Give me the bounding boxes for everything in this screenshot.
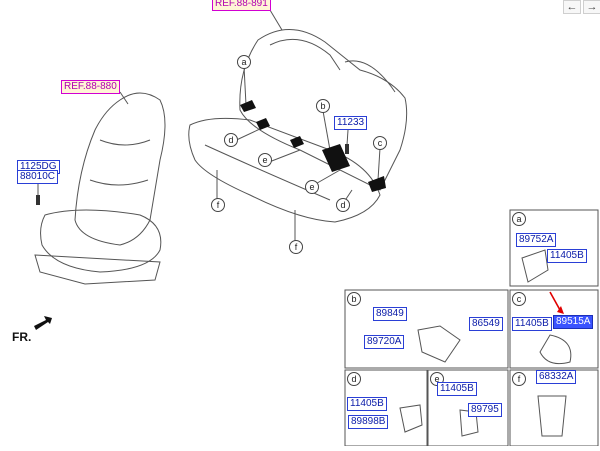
front-direction-arrow-icon	[34, 316, 52, 330]
bracket-mark	[290, 136, 304, 148]
panel-b-letter: b	[347, 292, 361, 306]
panel-d-letter: d	[347, 372, 361, 386]
part-11405b-link[interactable]: 11405B	[347, 397, 387, 411]
bracket-mark	[256, 118, 270, 130]
pointer-arrow	[549, 291, 561, 311]
callout-a[interactable]: a	[237, 55, 251, 69]
panel-f-letter: f	[512, 372, 526, 386]
part-89720a-sketch	[417, 325, 461, 363]
callout-b[interactable]: b	[316, 99, 330, 113]
callout-d[interactable]: d	[224, 133, 238, 147]
rear-seat-back	[239, 29, 408, 191]
front-seat-back	[74, 92, 166, 246]
front-seat-rails	[34, 254, 161, 285]
bracket-b-mark	[322, 144, 350, 172]
part-11405b-link[interactable]: 11405B	[437, 382, 477, 396]
panel-c-letter: c	[512, 292, 526, 306]
panel-c-frame	[509, 289, 599, 369]
callout-f[interactable]: f	[211, 198, 225, 212]
pointer-arrow-head	[557, 306, 564, 314]
part-89752a-sketch	[521, 249, 549, 283]
callout-e[interactable]: e	[305, 180, 319, 194]
panel-a-frame	[509, 209, 599, 287]
ref-front-seat-link[interactable]: REF.88-880	[61, 80, 120, 94]
part-89795-link[interactable]: 89795	[468, 403, 502, 417]
part-68332a-link[interactable]: 68332A	[536, 370, 577, 384]
callout-f[interactable]: f	[289, 240, 303, 254]
callout-e[interactable]: e	[258, 153, 272, 167]
panel-a-letter: a	[512, 212, 526, 226]
front-direction-label: FR.	[12, 330, 32, 344]
part-89898b-link[interactable]: 89898B	[348, 415, 389, 429]
front-seat-cushion	[40, 209, 162, 273]
arrow-left-icon[interactable]: ←	[563, 0, 581, 14]
bolt-icon	[345, 144, 349, 154]
arrow-right-icon[interactable]: →	[583, 0, 600, 14]
bracket-c-mark	[368, 176, 386, 192]
part-89515a-sketch	[539, 334, 572, 365]
part-88010c-link[interactable]: 88010C	[17, 170, 59, 184]
part-86549-link[interactable]: 86549	[469, 317, 503, 331]
bolt-icon	[36, 195, 40, 205]
part-89849-link[interactable]: 89849	[373, 307, 407, 321]
panel-b-frame	[344, 289, 509, 369]
part-11405b-link[interactable]: 11405B	[547, 249, 587, 263]
rear-seat-cushion	[188, 117, 381, 223]
part-89898b-sketch	[399, 404, 423, 433]
part-11405b-link[interactable]: 11405B	[512, 317, 552, 331]
bracket-a-mark	[240, 100, 256, 112]
part-89720a-link[interactable]: 89720A	[364, 335, 405, 349]
part-89752a-link[interactable]: 89752A	[516, 233, 557, 247]
part-89515a-link-selected[interactable]: 89515A	[553, 315, 594, 329]
callout-c[interactable]: c	[373, 136, 387, 150]
part-11233-link[interactable]: 11233	[334, 116, 368, 130]
ref-rear-seat-link[interactable]: REF.88-891	[212, 0, 271, 11]
callout-d[interactable]: d	[336, 198, 350, 212]
part-68332a-sketch	[537, 395, 567, 437]
